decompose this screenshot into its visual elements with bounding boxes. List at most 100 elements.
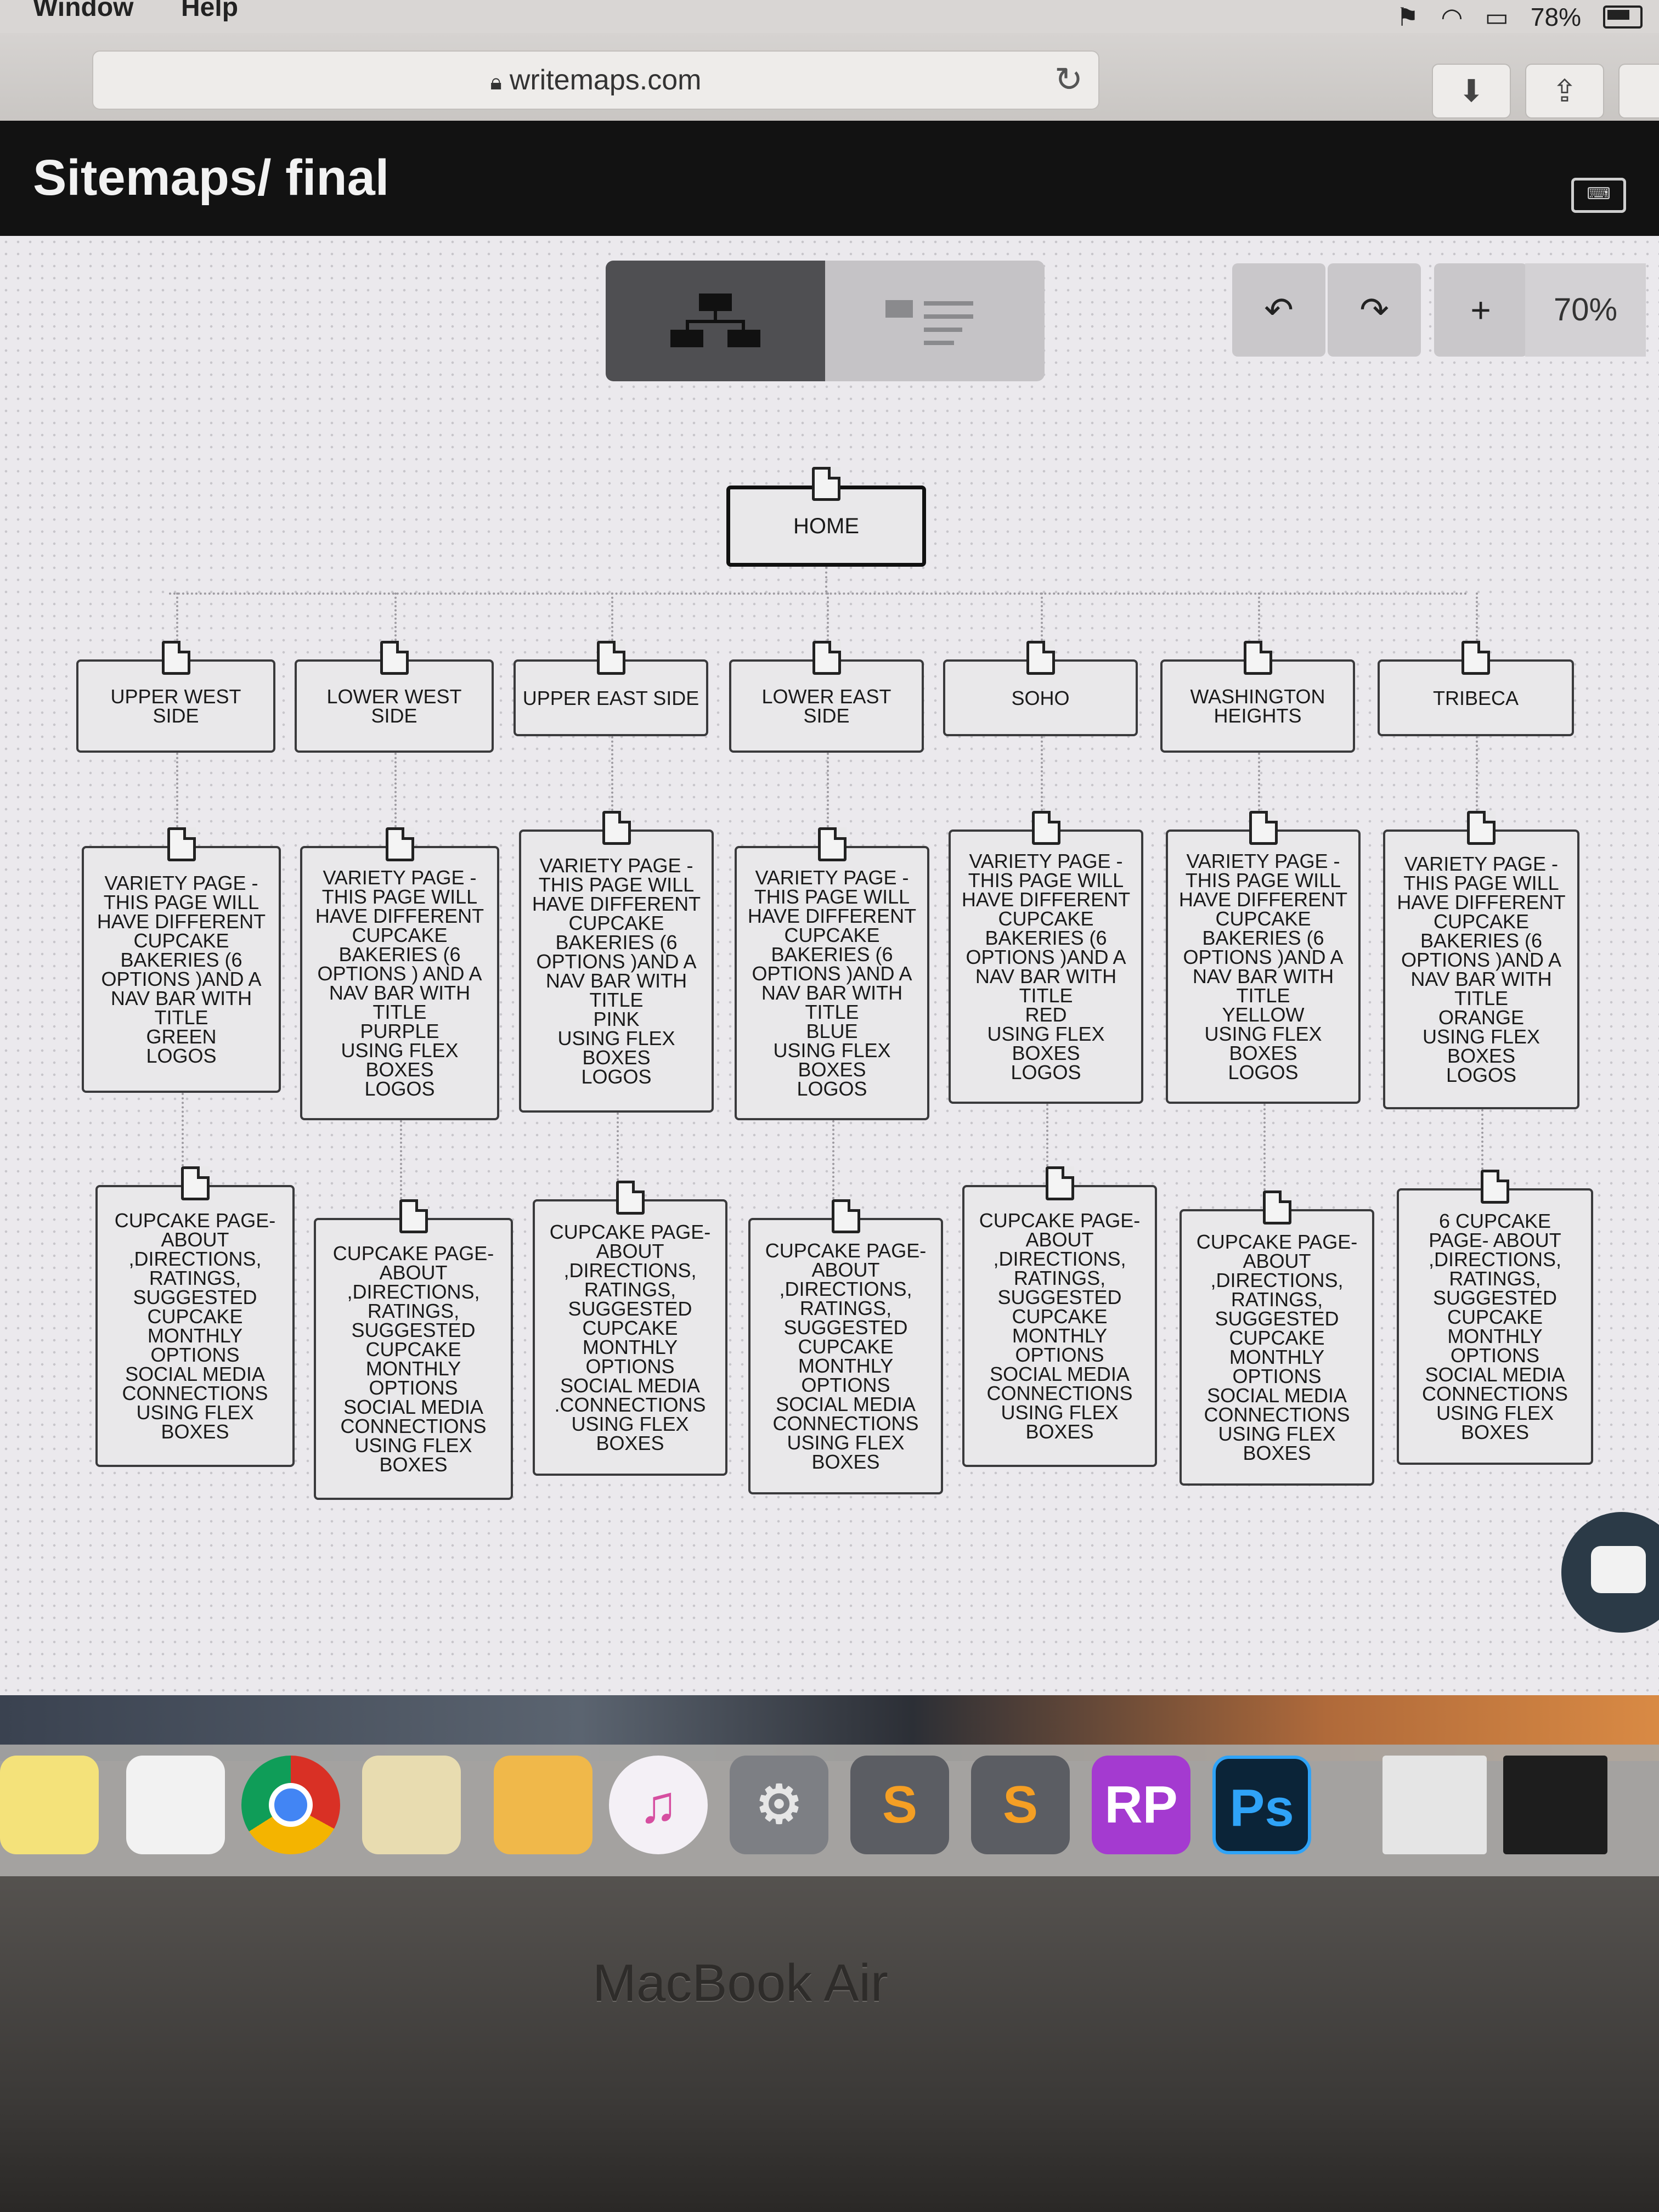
chat-icon [1591, 1546, 1646, 1593]
variety-page-node-2[interactable]: VARIETY PAGE - THIS PAGE WILL HAVE DIFFE… [519, 830, 714, 1113]
tree-view-button[interactable] [606, 261, 825, 381]
wifi-icon[interactable]: ◠ [1441, 3, 1463, 31]
security-icon[interactable]: ⚑ [1396, 3, 1419, 31]
airplay-icon[interactable]: ▭ [1485, 3, 1509, 31]
page-icon [602, 811, 631, 845]
cupcake-page-node-5[interactable]: CUPCAKE PAGE- ABOUT ,DIRECTIONS, RATINGS… [1180, 1209, 1374, 1486]
undo-button[interactable]: ↶ [1232, 263, 1325, 357]
zoom-level[interactable]: 70% [1525, 263, 1646, 357]
browser-toolbar: 🔒︎writemaps.com ↻ ⬇ ⇪ [0, 33, 1659, 121]
dock-itunes-icon[interactable]: ♫ [609, 1756, 708, 1854]
dock-photoshop-icon[interactable]: Ps [1212, 1756, 1311, 1854]
page-icon [399, 1199, 428, 1233]
address-bar[interactable]: 🔒︎writemaps.com ↻ [92, 50, 1099, 110]
keyboard-shortcuts-icon[interactable]: ⌨ [1571, 178, 1626, 213]
dock-sublime-2-icon[interactable]: S [971, 1756, 1070, 1854]
dock-stickies-icon[interactable] [362, 1756, 461, 1854]
cupcake-page-node-4[interactable]: CUPCAKE PAGE- ABOUT ,DIRECTIONS, RATINGS… [962, 1185, 1157, 1467]
page-icon [1026, 641, 1055, 675]
connector-line [611, 736, 613, 811]
neighborhood-node-1[interactable]: LOWER WEST SIDE [295, 659, 494, 753]
page-icon [596, 641, 625, 675]
connector-line [169, 592, 1468, 595]
dock-recent-ps-thumbnail[interactable] [1503, 1756, 1607, 1854]
cupcake-page-node-6[interactable]: 6 CUPCAKE PAGE- ABOUT ,DIRECTIONS, RATIN… [1397, 1188, 1593, 1465]
cupcake-page-node-2[interactable]: CUPCAKE PAGE- ABOUT ,DIRECTIONS, RATINGS… [533, 1199, 727, 1476]
view-toggle [606, 261, 1045, 381]
tabs-button[interactable] [1618, 64, 1659, 119]
battery-icon[interactable] [1603, 5, 1643, 29]
address-url: writemaps.com [509, 64, 702, 96]
connector-line [616, 1113, 619, 1181]
page-icon [1031, 811, 1060, 845]
cupcake-page-node-0[interactable]: CUPCAKE PAGE- ABOUT ,DIRECTIONS, RATINGS… [95, 1185, 295, 1467]
chrome-center [269, 1783, 313, 1827]
list-view-icon [885, 295, 984, 349]
connector-line [1476, 592, 1478, 641]
page-icon [812, 467, 840, 501]
page-icon [161, 641, 190, 675]
connector-line [611, 592, 613, 641]
downloads-button[interactable]: ⬇ [1432, 64, 1511, 119]
page-icon [1243, 641, 1272, 675]
menu-window[interactable]: Window [33, 0, 134, 22]
cupcake-page-node-3[interactable]: CUPCAKE PAGE- ABOUT ,DIRECTIONS, RATINGS… [748, 1218, 943, 1494]
chat-button[interactable] [1561, 1512, 1659, 1633]
variety-page-node-3[interactable]: VARIETY PAGE - THIS PAGE WILL HAVE DIFFE… [735, 846, 929, 1120]
connector-line [826, 753, 829, 827]
page-icon [385, 827, 414, 861]
connector-line [399, 1120, 402, 1199]
dock-reminders-icon[interactable] [126, 1756, 225, 1854]
page-icon [1249, 811, 1278, 845]
add-page-button[interactable]: + [1434, 263, 1527, 357]
connector-line [826, 592, 829, 641]
page-icon [180, 1166, 210, 1200]
list-view-button[interactable] [825, 261, 1045, 381]
sitemap-title[interactable]: Sitemaps/ final [33, 150, 390, 206]
neighborhood-node-0[interactable]: UPPER WEST SIDE [76, 659, 275, 753]
neighborhood-node-5[interactable]: WASHINGTON HEIGHTS [1160, 659, 1355, 753]
connector-line [1040, 736, 1043, 811]
connector-line [1046, 1104, 1048, 1166]
dock-chrome-icon[interactable] [241, 1756, 340, 1854]
reload-icon[interactable]: ↻ [1054, 61, 1083, 99]
menu-help[interactable]: Help [181, 0, 239, 22]
dock-pages-icon[interactable] [494, 1756, 592, 1854]
connector-line [825, 567, 827, 592]
dock-sublime-1-icon[interactable]: S [850, 1756, 949, 1854]
share-button[interactable]: ⇪ [1525, 64, 1604, 119]
connector-line [176, 592, 178, 641]
page-icon [380, 641, 409, 675]
connector-line [394, 592, 397, 641]
share-icon: ⇪ [1551, 74, 1578, 108]
variety-page-node-0[interactable]: VARIETY PAGE - THIS PAGE WILL HAVE DIFFE… [82, 846, 281, 1093]
neighborhood-node-3[interactable]: LOWER EAST SIDE [729, 659, 924, 753]
connector-line [1257, 753, 1260, 811]
variety-page-node-5[interactable]: VARIETY PAGE - THIS PAGE WILL HAVE DIFFE… [1166, 830, 1361, 1104]
variety-page-node-6[interactable]: VARIETY PAGE - THIS PAGE WILL HAVE DIFFE… [1383, 830, 1579, 1109]
laptop-bezel: MacBook Air [0, 1876, 1659, 2212]
page-icon [1262, 1190, 1291, 1224]
redo-icon: ↷ [1359, 290, 1389, 330]
laptop-brand: MacBook Air [592, 1954, 888, 2012]
dock-notes-icon[interactable] [0, 1756, 99, 1854]
tree-view-icon [670, 294, 760, 348]
menu-bar: Window Help ⚑ ◠ ▭ 78% [0, 0, 1659, 33]
variety-page-node-4[interactable]: VARIETY PAGE - THIS PAGE WILL HAVE DIFFE… [949, 830, 1143, 1104]
page-icon [167, 827, 196, 861]
page-icon [616, 1181, 645, 1215]
status-area: ⚑ ◠ ▭ 78% [1396, 2, 1643, 32]
dock-rp-icon[interactable]: RP [1092, 1756, 1190, 1854]
app-header: Sitemaps/ final ⌨ [0, 121, 1659, 236]
connector-line [181, 1093, 184, 1166]
plus-icon: + [1470, 290, 1491, 330]
variety-page-node-1[interactable]: VARIETY PAGE - THIS PAGE WILL HAVE DIFFE… [300, 846, 499, 1120]
page-icon [812, 641, 841, 675]
dock-system-preferences-icon[interactable]: ⚙ [730, 1756, 828, 1854]
connector-line [832, 1120, 834, 1199]
cupcake-page-node-1[interactable]: CUPCAKE PAGE- ABOUT ,DIRECTIONS, RATINGS… [314, 1218, 513, 1500]
redo-button[interactable]: ↷ [1328, 263, 1421, 357]
dock-recent-rp-thumbnail[interactable] [1383, 1756, 1487, 1854]
